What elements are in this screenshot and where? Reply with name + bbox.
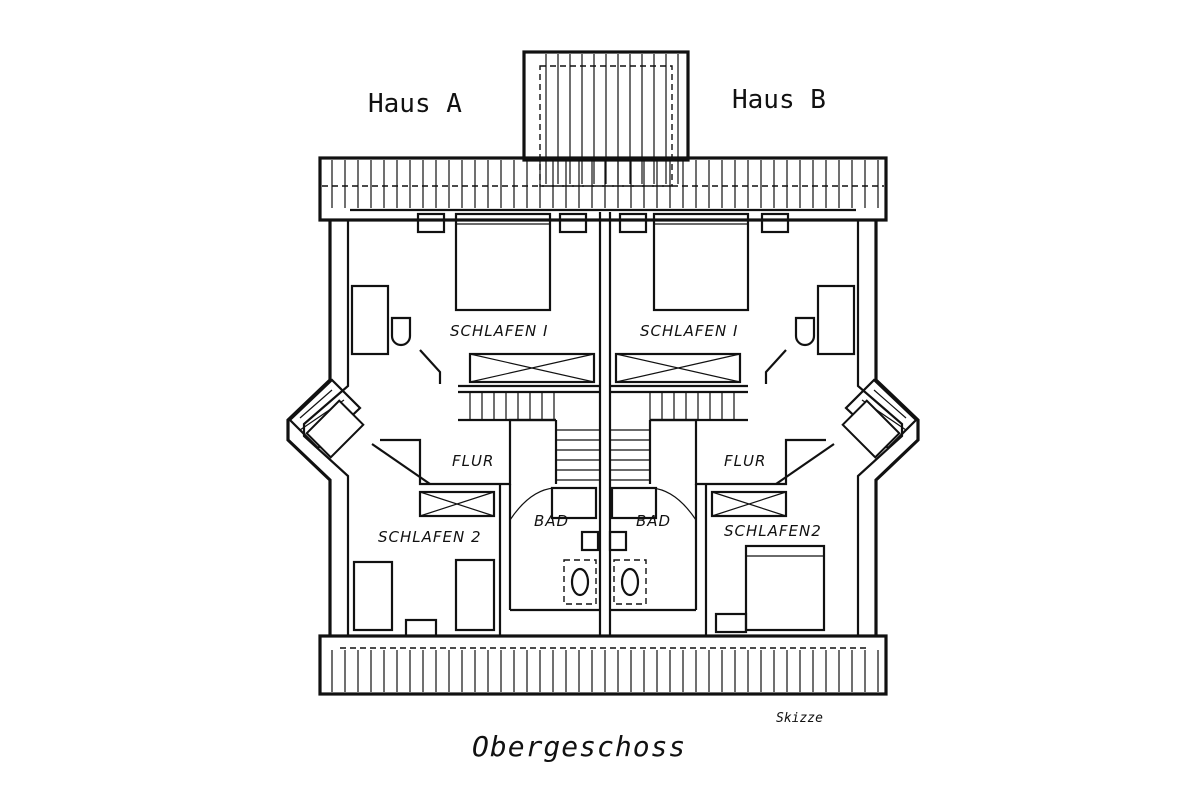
label-floor-title: Obergeschoss: [472, 730, 686, 763]
bay-window-right: [841, 378, 918, 459]
room-a-bad: BAD: [534, 512, 569, 530]
room-b-schlafen1: SCHLAFEN I: [640, 322, 738, 340]
room-b-bad: BAD: [636, 512, 671, 530]
label-sketch-note: Skizze: [776, 711, 823, 726]
room-a-flur: FLUR: [452, 452, 494, 470]
top-eaves: [318, 156, 888, 222]
haus-b-interior: [608, 212, 856, 636]
bay-window-left: [288, 378, 365, 459]
room-b-flur: FLUR: [724, 452, 766, 470]
haus-a-interior: [350, 212, 600, 638]
label-haus-b: Haus B: [732, 85, 826, 115]
outer-walls: [286, 212, 920, 636]
room-b-schlafen2: SCHLAFEN2: [724, 522, 822, 540]
room-a-schlafen2: SCHLAFEN 2: [378, 528, 482, 546]
top-dormer: [522, 50, 690, 187]
bottom-eaves: [318, 634, 888, 696]
label-haus-a: Haus A: [368, 89, 462, 119]
room-a-schlafen1: SCHLAFEN I: [450, 322, 548, 340]
